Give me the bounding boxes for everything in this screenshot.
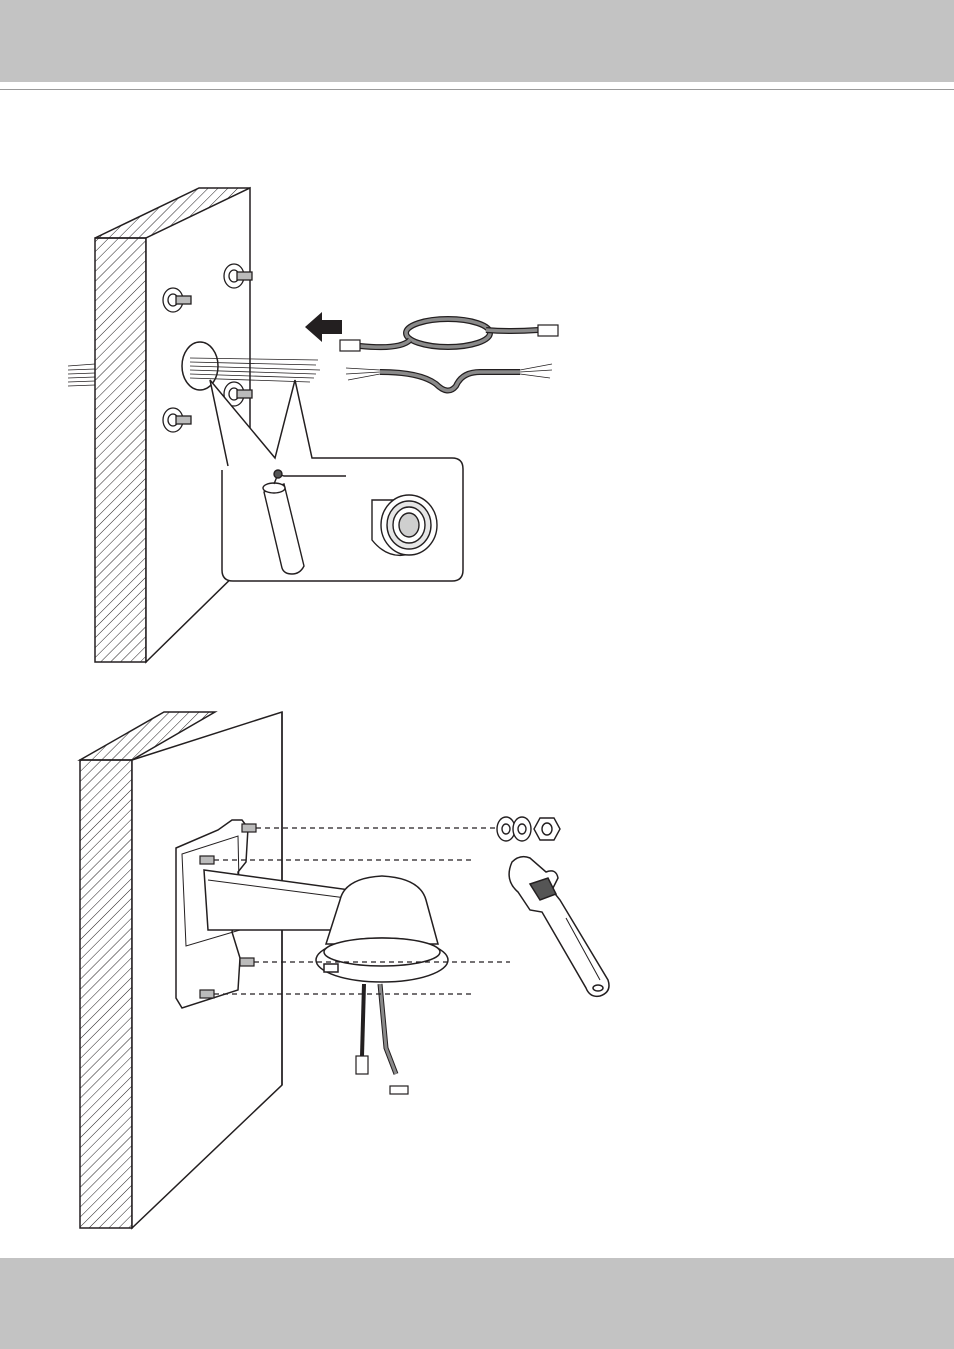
lock-washer-icon [513, 817, 531, 841]
nut-icon [534, 818, 560, 840]
camera-cables [356, 984, 408, 1094]
page-footer-band [0, 1258, 954, 1349]
adjustable-wrench-icon [509, 857, 609, 997]
